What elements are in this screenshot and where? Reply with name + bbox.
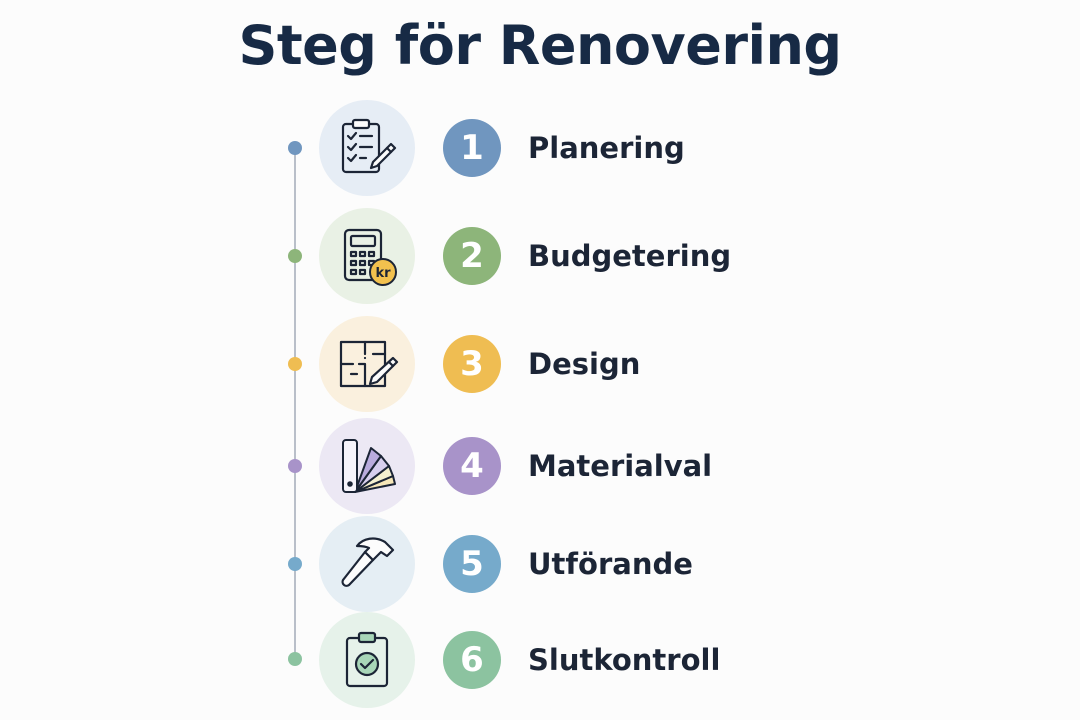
floorplan-pencil-icon xyxy=(339,340,399,388)
icon-circle xyxy=(319,316,415,412)
step-utforande: 5 Utförande xyxy=(0,515,1080,615)
icon-circle xyxy=(319,612,415,708)
icon-circle xyxy=(319,100,415,196)
timeline-dot xyxy=(288,459,302,473)
step-number-badge: 4 xyxy=(443,437,501,495)
step-materialval: 4 Materialval xyxy=(0,417,1080,517)
kr-badge-text: kr xyxy=(375,266,391,281)
timeline-line xyxy=(294,148,296,660)
step-number: 6 xyxy=(460,640,484,680)
clipboard-check-icon xyxy=(345,631,389,688)
step-label: Materialval xyxy=(528,449,713,483)
step-label: Design xyxy=(528,347,641,381)
step-number-badge: 6 xyxy=(443,631,501,689)
clipboard-checklist-pencil-icon xyxy=(341,118,397,174)
step-number-badge: 3 xyxy=(443,335,501,393)
icon-circle xyxy=(319,418,415,514)
step-number: 2 xyxy=(460,236,484,276)
icon-circle: kr xyxy=(319,208,415,304)
page-title: Steg för Renovering xyxy=(238,14,842,77)
step-planering: 1 Planering xyxy=(0,98,1080,198)
step-slutkontroll: 6 Slutkontroll xyxy=(0,610,1080,710)
step-design: 3 Design xyxy=(0,315,1080,415)
step-number: 1 xyxy=(460,128,484,168)
step-number-badge: 2 xyxy=(443,227,501,285)
step-number: 5 xyxy=(460,544,484,584)
step-label: Planering xyxy=(528,131,685,165)
step-number: 3 xyxy=(460,344,484,384)
step-number-badge: 1 xyxy=(443,119,501,177)
step-label: Slutkontroll xyxy=(528,643,721,677)
calculator-kr-icon: kr xyxy=(343,228,397,286)
step-number-badge: 5 xyxy=(443,535,501,593)
timeline-dot xyxy=(288,652,302,666)
step-label: Utförande xyxy=(528,547,693,581)
timeline-dot xyxy=(288,141,302,155)
timeline-dot xyxy=(288,249,302,263)
icon-circle xyxy=(319,516,415,612)
color-swatch-fan-icon xyxy=(342,439,396,493)
hammer-icon xyxy=(341,537,395,587)
step-number: 4 xyxy=(460,446,484,486)
step-budgetering: kr 2 Budgetering xyxy=(0,207,1080,307)
timeline-dot xyxy=(288,557,302,571)
timeline-dot xyxy=(288,357,302,371)
step-label: Budgetering xyxy=(528,239,732,273)
